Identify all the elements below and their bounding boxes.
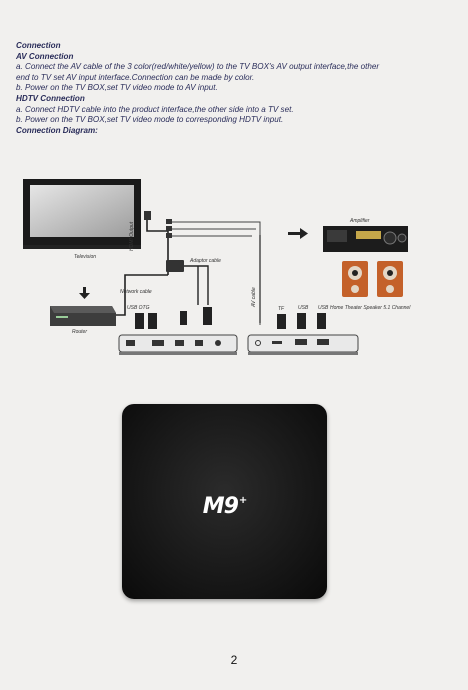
heading-connection-diagram: Connection Diagram: [16,125,98,135]
usb-otg-label: USB OTG [127,305,150,311]
television-label: Television [74,254,97,260]
logo-sup: + [238,495,247,506]
heading-connection: Connection [16,41,61,50]
arrow-right-icon [288,228,308,239]
heading-hdtv-connection: HDTV Connection [16,93,85,103]
adaptor-cable-label: Adaptor cable [190,258,221,264]
connection-diagram: Television Router Network cable HDMI Out… [20,175,450,360]
amplifier-label: Amplifier [350,218,370,224]
tv-box-product-image: M9+ [122,404,327,599]
page-number: 2 [230,653,238,667]
tv-box-back-panel [247,334,359,355]
network-cable-label: Network cable [120,289,152,295]
tf-label: TF [278,306,285,312]
usb-otg-plug-icon [135,313,157,329]
heading-av-connection: AV Connection [16,51,74,61]
av-step-a-line1: a. Connect the AV cable of the 3 color(r… [16,62,380,72]
hdtv-step-a: a. Connect HDTV cable into the product i… [16,104,294,114]
speaker-right-icon [377,261,403,297]
usb-label-2: USB [318,305,329,311]
tv-box-front-panel [118,334,238,355]
speakers-label: Home Theater Speaker 5.1 Channel [330,305,411,311]
av-step-a-line2: end to TV set AV input interface.Connect… [16,72,255,82]
television-icon [23,179,141,249]
product-logo: M9+ [122,494,327,519]
usb-label-1: USB [298,305,309,311]
amplifier-icon [323,226,408,252]
router-icon [50,306,116,326]
speaker-left-icon [342,261,368,297]
arrow-down-icon [79,287,90,299]
tv-box-top [122,404,327,599]
av-step-b: b. Power on the TV BOX,set TV video mode… [16,83,218,93]
hdtv-step-b: b. Power on the TV BOX,set TV video mode… [16,115,284,125]
hdmi-output-label: HDMI Output [129,221,135,251]
logo-main: M9 [202,494,239,519]
router-label: Router [72,329,88,335]
av-cable-label: AV cable [251,287,257,307]
instructions-text: Connection AV Connection a. Connect the … [16,41,456,136]
